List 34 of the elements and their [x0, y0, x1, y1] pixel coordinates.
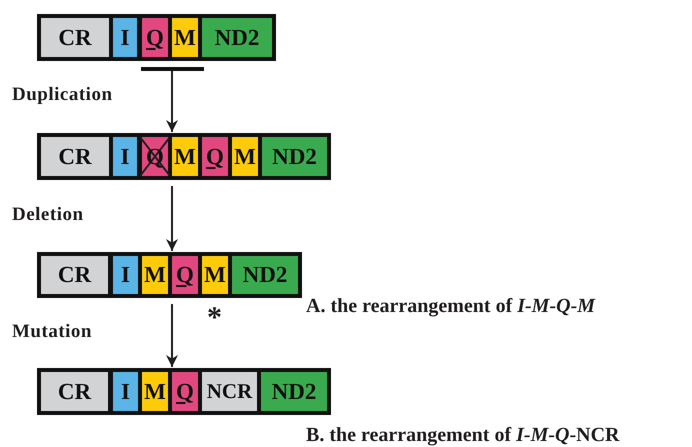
gene-segment: I [113, 372, 138, 411]
gene-segment: M [142, 372, 168, 411]
arrow [166, 186, 178, 251]
gene-segment: ND2 [232, 256, 298, 294]
gene-segment: ND2 [262, 137, 327, 176]
gene-segment: ND2 [261, 372, 327, 411]
gene-segment: Q [172, 256, 198, 294]
gene-segment: CR [41, 256, 108, 294]
gene-segment: Q [142, 18, 168, 57]
gene-segment: M [172, 137, 198, 176]
gene-segment: Q [172, 372, 198, 411]
gene-segment: CR [41, 372, 108, 411]
caption: B. the rearrangement of I-M-Q-NCR [306, 425, 620, 445]
duplicated-region-bracket [141, 67, 204, 71]
gene-segment: I [113, 256, 138, 294]
gene-segment: NCR [202, 372, 257, 411]
gene-segment: Q [202, 137, 228, 176]
gene-segment: CR [41, 137, 109, 176]
gene-segment: M [142, 256, 168, 294]
gene-segment: M [202, 256, 228, 294]
edge-label: Duplication [12, 84, 113, 106]
caption: A. the rearrangement of I-M-Q-M [306, 296, 596, 316]
gene-order-bar [37, 133, 331, 180]
gene-segment: ND2 [202, 18, 272, 57]
gene-segment: I [113, 137, 137, 176]
arrow [166, 304, 178, 367]
gene-order-bar [37, 14, 276, 61]
gene-segment: CR [41, 18, 109, 57]
gene-order-bar [37, 368, 331, 415]
arrow [166, 71, 178, 132]
gene-order-bar [37, 252, 302, 298]
gene-segment: M [172, 18, 198, 57]
gene-segment: I [113, 18, 137, 57]
gene-segment: M [232, 137, 258, 176]
